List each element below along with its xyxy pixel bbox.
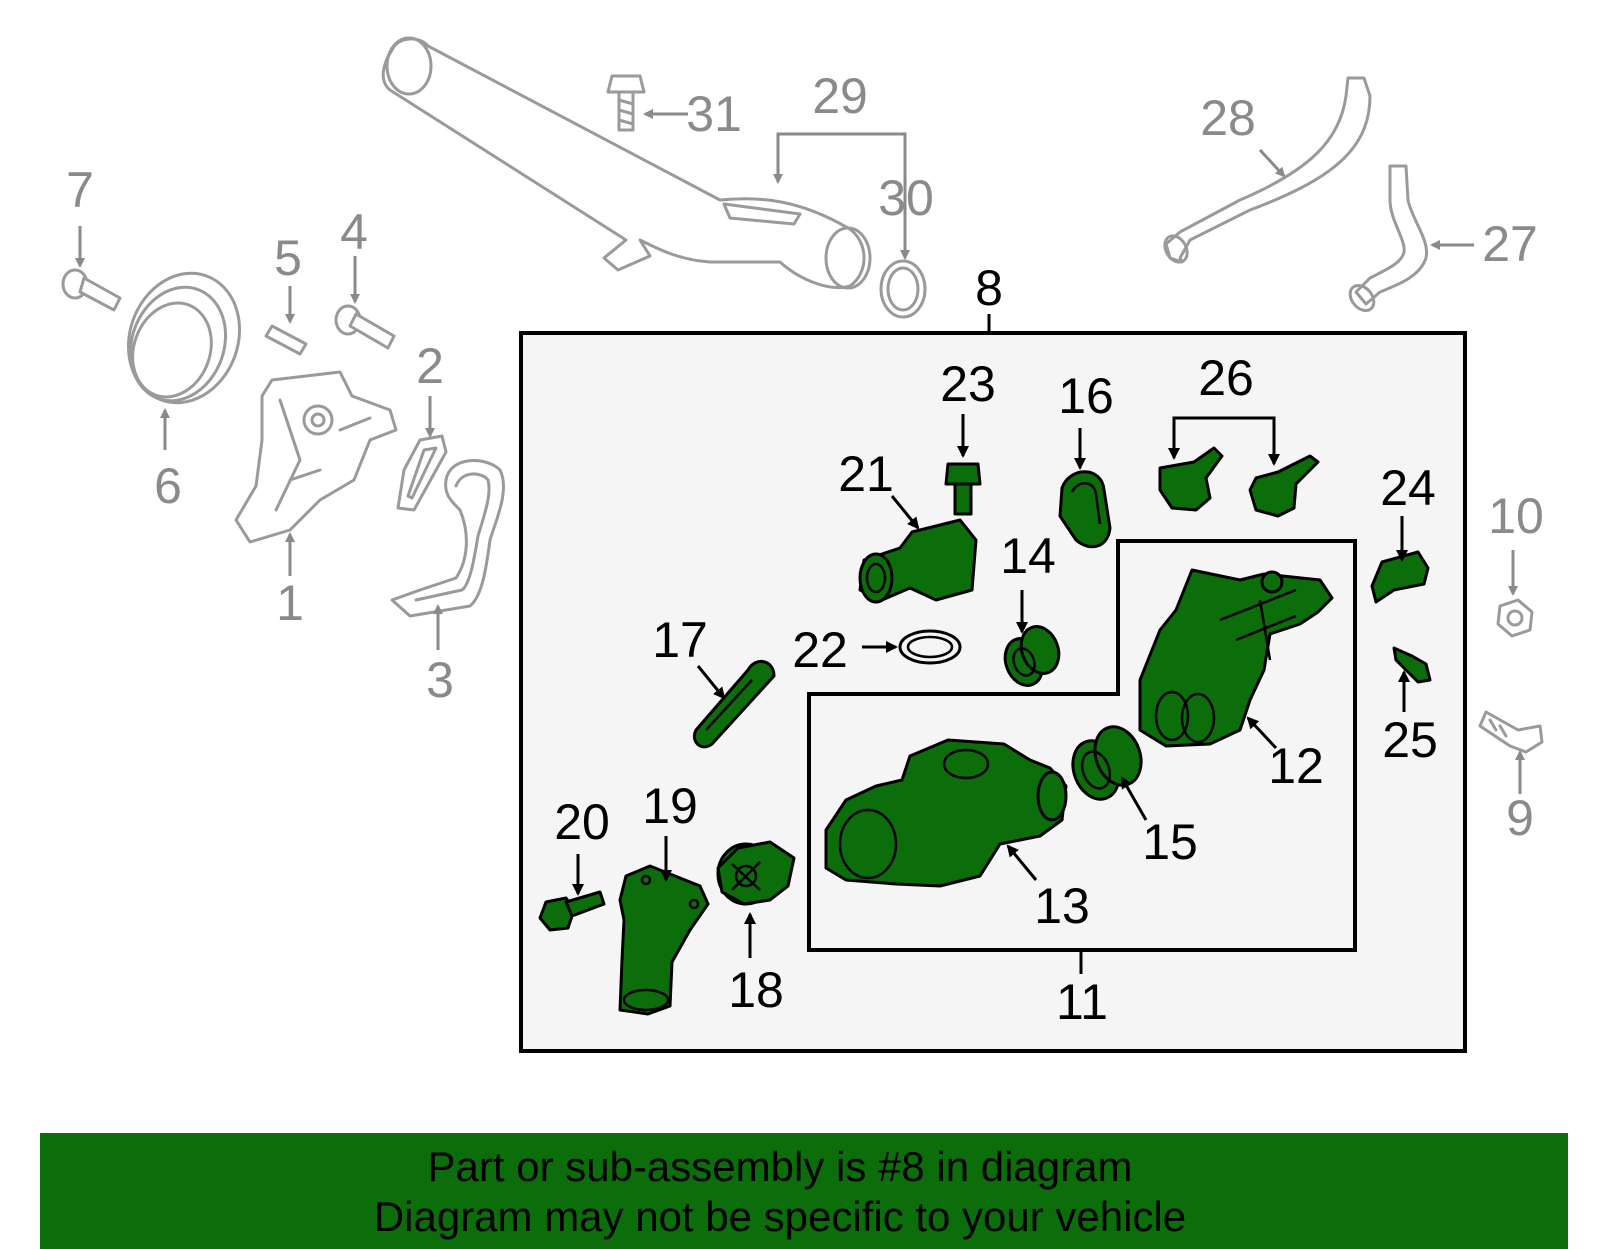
callout-23: 23	[940, 356, 996, 412]
sensor-24-icon	[1370, 550, 1430, 604]
callout-24: 24	[1380, 460, 1436, 516]
gasket-3-icon	[390, 459, 505, 618]
arrow-21	[890, 495, 920, 530]
callout-18: 18	[728, 962, 784, 1018]
callout-28: 28	[1200, 90, 1256, 146]
callout-15: 15	[1142, 814, 1198, 870]
info-banner: Part or sub-assembly is #8 in diagram Di…	[40, 1133, 1568, 1249]
o-ring-22-icon	[898, 629, 962, 665]
nut-10-icon	[1496, 598, 1534, 638]
callout-labels: 1 2 3 4 5 6 7 8 9 10 11 12 13 14 15 16 1…	[66, 68, 1544, 1030]
callout-13: 13	[1034, 878, 1090, 934]
callout-20: 20	[554, 794, 610, 850]
callout-1: 1	[276, 575, 304, 631]
hose-pipe-28-icon	[1163, 76, 1372, 264]
callout-31: 31	[686, 86, 742, 142]
gasket-2-icon	[396, 434, 448, 512]
arrow-17	[696, 665, 726, 700]
callout-30: 30	[878, 170, 934, 226]
seal-15-icon	[1071, 725, 1143, 801]
arrow-15	[1120, 776, 1148, 821]
callout-7: 7	[66, 162, 94, 218]
callout-6: 6	[154, 458, 182, 514]
callout-11: 11	[1056, 974, 1108, 1030]
callout-25: 25	[1382, 712, 1438, 768]
callout-17: 17	[652, 612, 708, 668]
bracket-29	[776, 132, 907, 250]
thermostat-housing-12-icon	[1138, 568, 1334, 748]
gasket-16-icon	[1058, 470, 1112, 549]
o-ring-30-icon	[879, 259, 927, 319]
arrow-28	[1258, 148, 1286, 178]
fitting-26a-icon	[1158, 446, 1224, 512]
bolt-4-icon	[334, 304, 396, 350]
callout-3: 3	[426, 652, 454, 708]
callout-10: 10	[1488, 488, 1544, 544]
banner-line-2: Diagram may not be specific to your vehi…	[373, 1193, 1187, 1240]
bolt-20-icon	[538, 890, 606, 932]
water-outlet-21-icon	[858, 518, 978, 604]
hose-pipe-27-icon	[1348, 164, 1429, 313]
arrow-12	[1246, 716, 1278, 750]
bolt-9-icon	[1478, 710, 1544, 754]
clip-25-icon	[1392, 646, 1432, 684]
callout-14: 14	[1000, 528, 1056, 584]
callout-26: 26	[1198, 350, 1254, 406]
pulley-6-icon	[126, 271, 242, 405]
callout-8: 8	[975, 260, 1003, 316]
thermostat-18-icon	[716, 840, 796, 906]
water-pump-1-icon	[234, 370, 398, 544]
seal-14-icon	[1003, 625, 1061, 687]
bolt-7-icon	[61, 268, 122, 312]
callout-4: 4	[340, 204, 368, 260]
bolt-23-icon	[944, 462, 982, 516]
callout-29: 29	[812, 68, 868, 124]
water-outlet-19-icon	[618, 864, 710, 1016]
callout-21: 21	[838, 446, 894, 502]
sub-assembly-box-11	[807, 539, 1357, 952]
callout-22: 22	[792, 622, 848, 678]
callout-16: 16	[1058, 368, 1114, 424]
callout-12: 12	[1268, 738, 1324, 794]
gasket-17-icon	[693, 660, 776, 749]
water-housing-13-icon	[824, 738, 1068, 888]
banner-line-1: Part or sub-assembly is #8 in diagram	[427, 1143, 1133, 1190]
pin-5-icon	[264, 324, 308, 356]
callout-9: 9	[1506, 790, 1534, 846]
arrow-13	[1006, 844, 1038, 881]
bolt-31-icon	[606, 74, 646, 132]
callout-5: 5	[274, 230, 302, 286]
callout-27: 27	[1482, 216, 1538, 272]
water-pipe-29-icon	[381, 36, 872, 290]
callout-19: 19	[642, 778, 698, 834]
callout-2: 2	[416, 338, 444, 394]
fitting-26b-icon	[1248, 454, 1320, 518]
